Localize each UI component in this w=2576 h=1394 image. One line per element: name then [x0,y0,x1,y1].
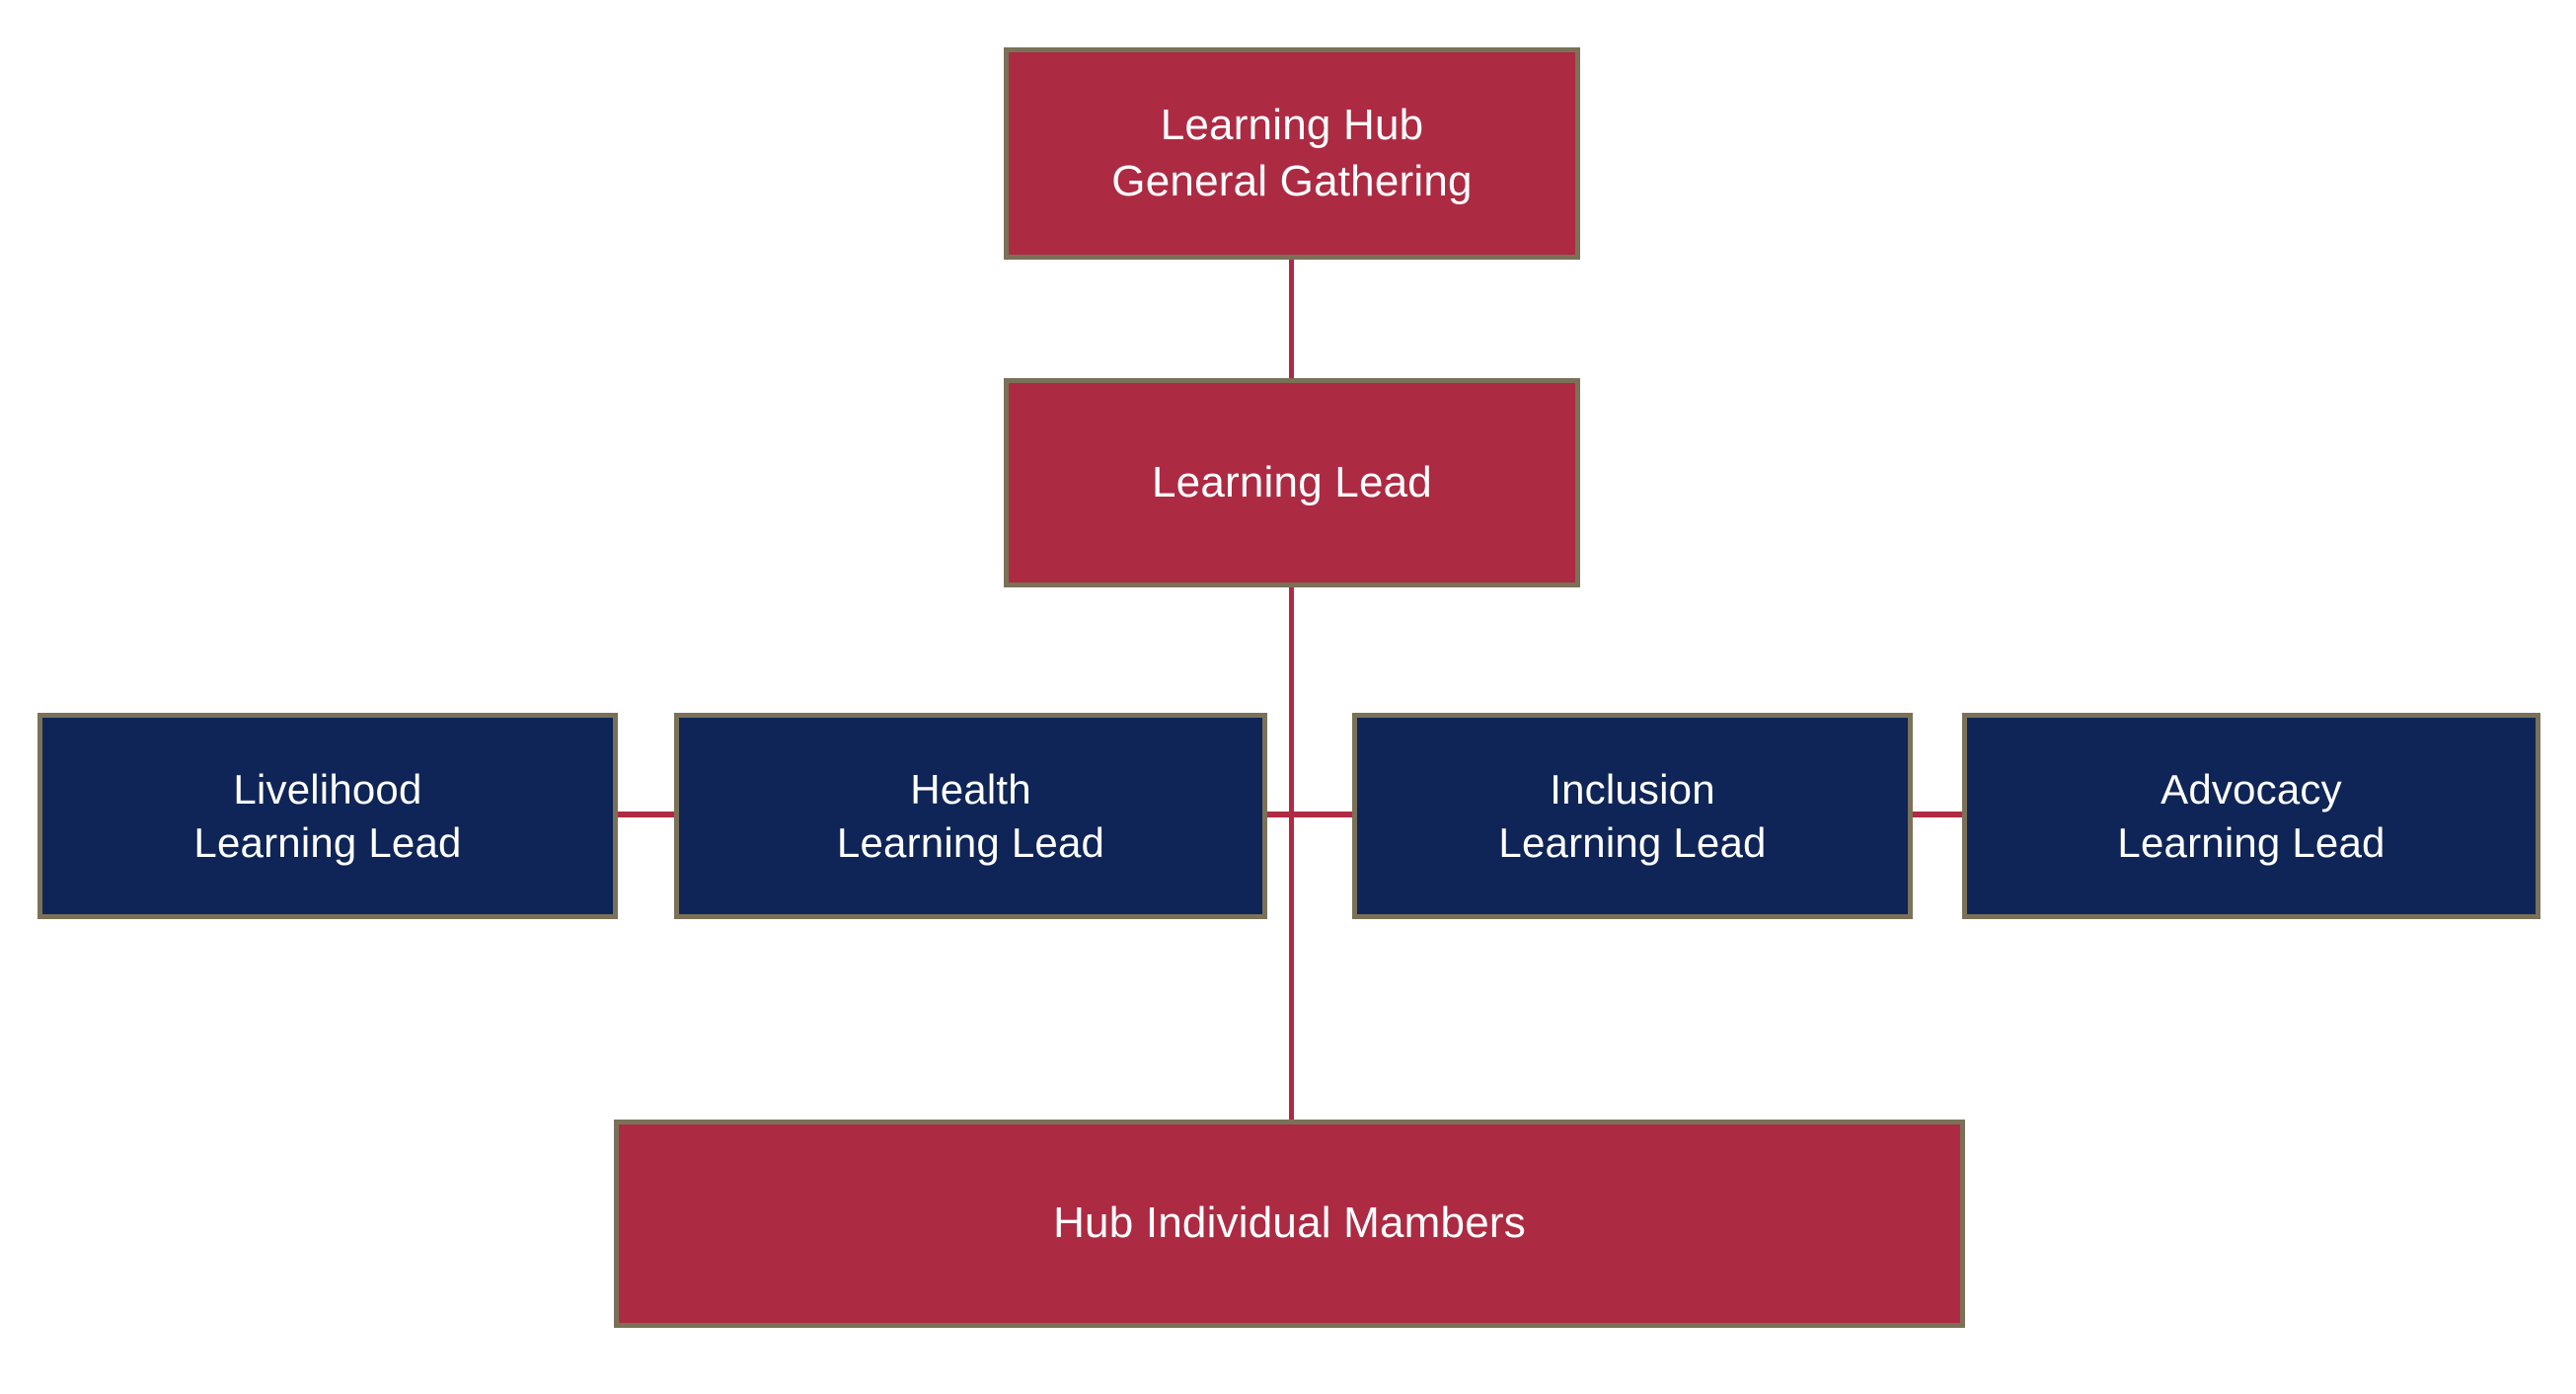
node-label: Livelihood Learning Lead [193,765,462,866]
node-label: Health Learning Lead [836,765,1105,866]
node-label: Learning Hub General Gathering [1111,101,1473,205]
node-livelihood-learning-lead[interactable]: Livelihood Learning Lead [38,713,618,919]
node-label: Advocacy Learning Lead [2117,765,2386,866]
node-learning-lead[interactable]: Learning Lead [1004,378,1580,587]
connector-gathering-to-learning-lead [1289,259,1294,380]
node-advocacy-learning-lead[interactable]: Advocacy Learning Lead [1962,713,2540,919]
node-label: Inclusion Learning Lead [1498,765,1767,866]
node-learning-hub-general-gathering[interactable]: Learning Hub General Gathering [1004,47,1580,260]
connector-health-to-trunk [1265,812,1293,817]
node-label: Learning Lead [1152,457,1432,506]
node-health-learning-lead[interactable]: Health Learning Lead [674,713,1267,919]
node-inclusion-learning-lead[interactable]: Inclusion Learning Lead [1352,713,1913,919]
node-hub-individual-members[interactable]: Hub Individual Mambers [614,1120,1965,1328]
connector-inclusion-to-advocacy [1911,812,1964,817]
connector-livelihood-to-health [616,812,676,817]
connector-learning-lead-trunk [1289,586,1294,1124]
node-label: Hub Individual Mambers [1053,1199,1526,1248]
connector-trunk-to-inclusion [1289,812,1354,817]
